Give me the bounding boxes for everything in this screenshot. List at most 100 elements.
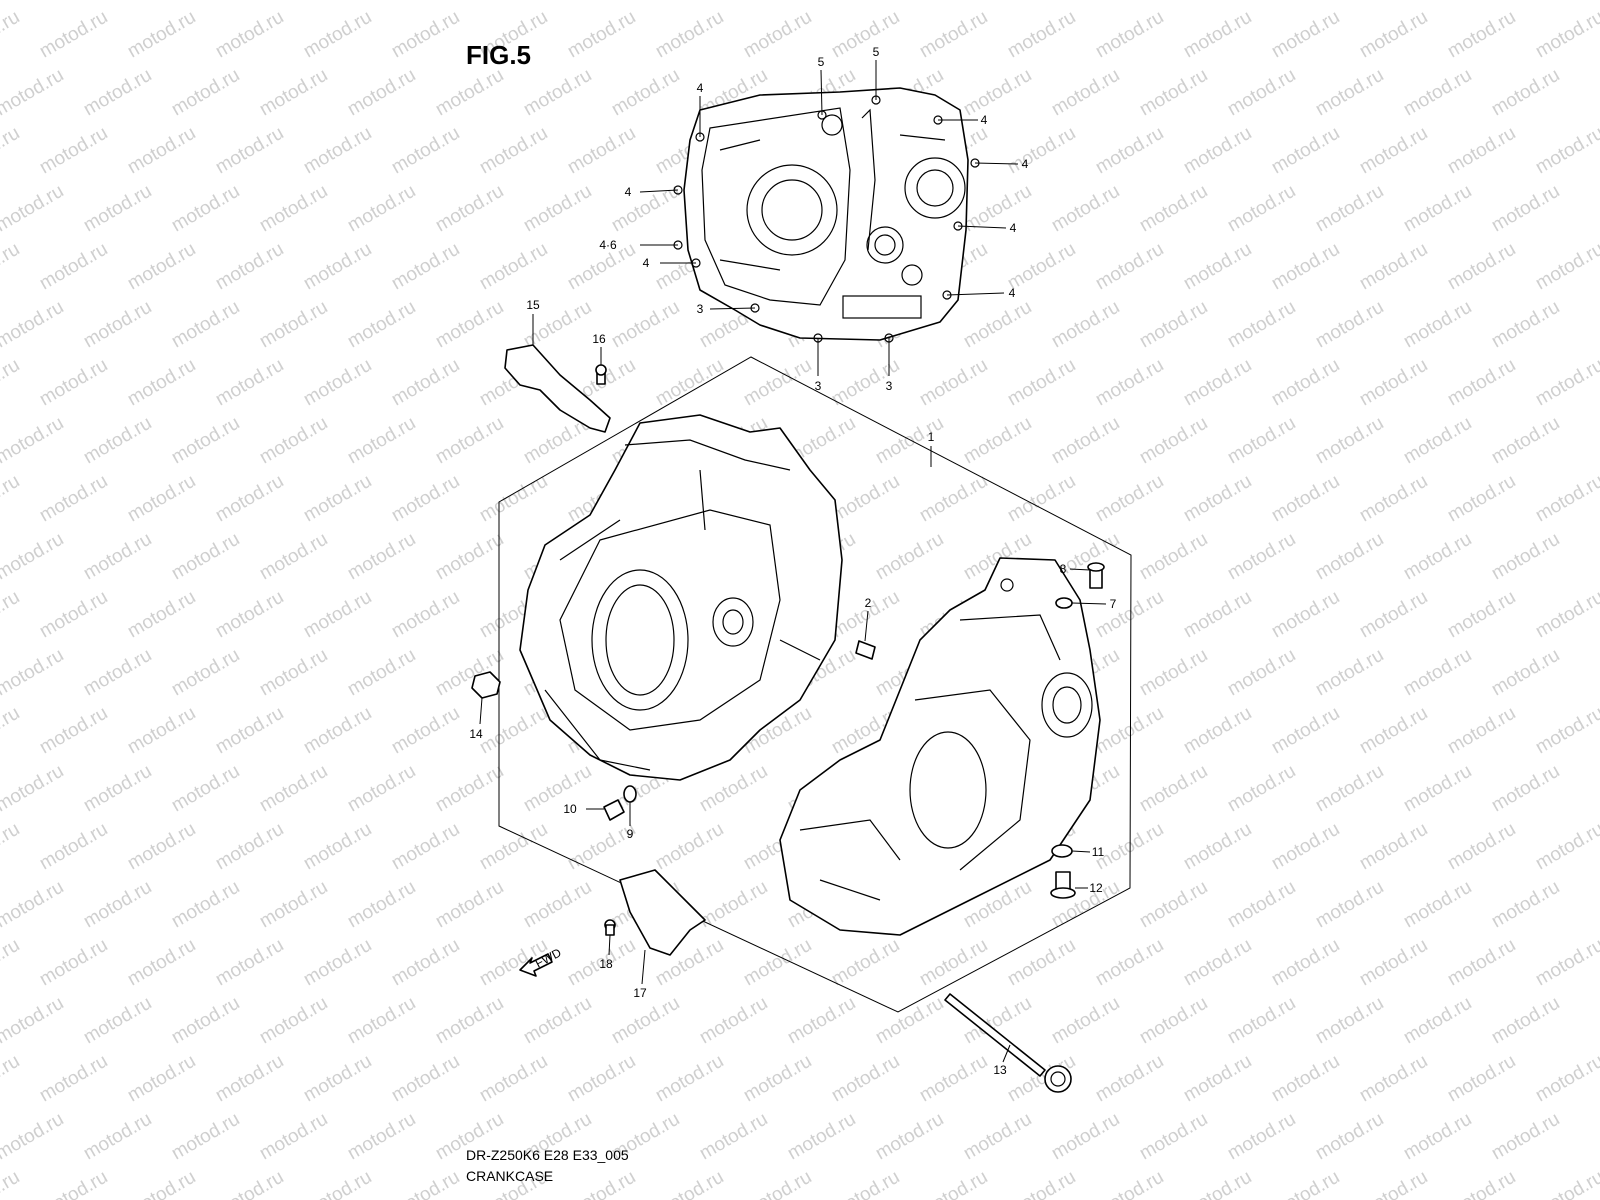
watermark-text: motod.ru: [1400, 181, 1475, 237]
watermark-text: motod.ru: [1400, 761, 1475, 817]
watermark-text: motod.ru: [256, 645, 331, 701]
callout-12: 12: [1089, 881, 1103, 895]
watermark-text: motod.ru: [1224, 65, 1299, 121]
watermark-text: motod.ru: [256, 993, 331, 1049]
watermark-text: motod.ru: [476, 123, 551, 179]
watermark-text: motod.ru: [168, 993, 243, 1049]
watermark-text: motod.ru: [1532, 819, 1600, 875]
watermark-text: motod.ru: [1312, 529, 1387, 585]
watermark-text: motod.ru: [696, 877, 771, 933]
watermark-text: motod.ru: [80, 0, 155, 4]
watermark-text: motod.ru: [432, 0, 507, 4]
watermark-text: motod.ru: [872, 993, 947, 1049]
watermark-text: motod.ru: [388, 355, 463, 411]
watermark-text: motod.ru: [1312, 1109, 1387, 1165]
watermark-text: motod.ru: [0, 993, 67, 1049]
watermark-text: motod.ru: [256, 0, 331, 4]
watermark-text: motod.ru: [916, 1051, 991, 1107]
watermark-text: motod.ru: [916, 1167, 991, 1200]
watermark-text: motod.ru: [256, 1109, 331, 1165]
watermark-text: motod.ru: [388, 471, 463, 527]
watermark-text: motod.ru: [1092, 355, 1167, 411]
watermark-text: motod.ru: [388, 587, 463, 643]
watermark-text: motod.ru: [740, 1167, 815, 1200]
watermark-text: motod.ru: [344, 877, 419, 933]
watermark-text: motod.ru: [520, 0, 595, 4]
watermark-text: motod.ru: [828, 935, 903, 991]
watermark-text: motod.ru: [520, 877, 595, 933]
watermark-text: motod.ru: [652, 355, 727, 411]
watermark-text: motod.ru: [0, 65, 67, 121]
watermark-text: motod.ru: [476, 819, 551, 875]
callout-15: 15: [526, 298, 540, 312]
callout-10: 10: [563, 802, 577, 816]
watermark-text: motod.ru: [696, 0, 771, 4]
watermark-text: motod.ru: [212, 703, 287, 759]
watermark-text: motod.ru: [784, 993, 859, 1049]
watermark-text: motod.ru: [36, 123, 111, 179]
watermark-text: motod.ru: [0, 239, 23, 295]
callout-3: 3: [697, 302, 704, 316]
watermark-text: motod.ru: [476, 239, 551, 295]
watermark-text: motod.ru: [0, 1109, 67, 1165]
watermark-text: motod.ru: [0, 1051, 23, 1107]
watermark-text: motod.ru: [1180, 123, 1255, 179]
callout-leader: [820, 69, 823, 116]
watermark-text: motod.ru: [564, 1167, 639, 1200]
callout-leader: [608, 934, 611, 956]
watermark-text: motod.ru: [872, 529, 947, 585]
watermark-text: motod.ru: [960, 1109, 1035, 1165]
watermark-text: motod.ru: [1400, 297, 1475, 353]
watermark-text: motod.ru: [0, 355, 23, 411]
watermark-text: motod.ru: [1180, 355, 1255, 411]
watermark-text: motod.ru: [608, 65, 683, 121]
watermark-text: motod.ru: [1444, 471, 1519, 527]
watermark-text: motod.ru: [344, 181, 419, 237]
watermark-text: motod.ru: [1092, 7, 1167, 63]
callout-1: 1: [928, 430, 935, 444]
watermark-text: motod.ru: [1004, 7, 1079, 63]
watermark-text: motod.ru: [828, 7, 903, 63]
watermark-text: motod.ru: [0, 819, 23, 875]
watermark-text: motod.ru: [1092, 239, 1167, 295]
watermark-text: motod.ru: [344, 645, 419, 701]
callout-2: 2: [865, 596, 872, 610]
watermark-text: motod.ru: [432, 761, 507, 817]
watermark-text: motod.ru: [1312, 645, 1387, 701]
watermark-text: motod.ru: [36, 471, 111, 527]
watermark-text: motod.ru: [608, 181, 683, 237]
watermark-text: motod.ru: [1048, 297, 1123, 353]
watermark-text: motod.ru: [1444, 935, 1519, 991]
watermark-text: motod.ru: [1488, 1109, 1563, 1165]
watermark-text: motod.ru: [388, 7, 463, 63]
left-crankcase-half: [519, 414, 843, 781]
watermark-text: motod.ru: [124, 471, 199, 527]
watermark-text: motod.ru: [1092, 471, 1167, 527]
watermark-text: motod.ru: [300, 587, 375, 643]
watermark-text: motod.ru: [1532, 703, 1600, 759]
watermark-text: motod.ru: [960, 65, 1035, 121]
callout-leader: [974, 162, 1019, 165]
watermark-text: motod.ru: [168, 297, 243, 353]
watermark-text: motod.ru: [1312, 413, 1387, 469]
watermark-text: motod.ru: [1488, 413, 1563, 469]
watermark-text: motod.ru: [36, 239, 111, 295]
callout-leader: [946, 292, 1005, 296]
watermark-text: motod.ru: [212, 239, 287, 295]
watermark-text: motod.ru: [1180, 819, 1255, 875]
watermark-text: motod.ru: [696, 1109, 771, 1165]
watermark-text: motod.ru: [828, 471, 903, 527]
watermark-text: motod.ru: [916, 7, 991, 63]
watermark-text: motod.ru: [1312, 877, 1387, 933]
watermark-text: motod.ru: [300, 819, 375, 875]
watermark-text: motod.ru: [1532, 1167, 1600, 1200]
watermark-text: motod.ru: [344, 413, 419, 469]
callout-leader: [1002, 1044, 1011, 1063]
watermark-text: motod.ru: [388, 1167, 463, 1200]
watermark-text: motod.ru: [212, 587, 287, 643]
watermark-text: motod.ru: [916, 355, 991, 411]
watermark-text: motod.ru: [300, 355, 375, 411]
watermark-text: motod.ru: [388, 819, 463, 875]
watermark-text: motod.ru: [432, 529, 507, 585]
